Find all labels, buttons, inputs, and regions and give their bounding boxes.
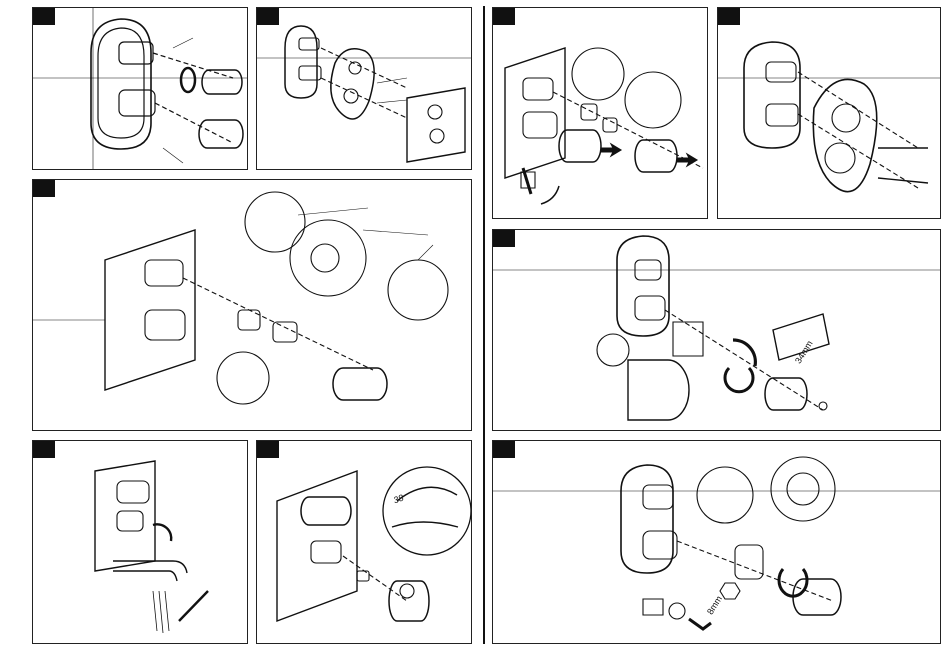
step-9-illustration [493,441,941,644]
step-8-illustration [493,230,941,431]
step-panel-8: 34mm [492,229,941,431]
column-divider [483,6,485,644]
step-4-illustration [33,441,248,644]
step-5-illustration [257,441,472,644]
step-panel-9: 8mm [492,440,941,644]
step-panel-5: 38 [256,440,472,644]
step-1-illustration [33,8,248,170]
step-6-illustration [493,8,708,219]
step-panel-1 [32,7,248,170]
step-2-illustration [257,8,472,170]
step-3-illustration [33,180,472,431]
step-panel-4 [32,440,248,644]
step-panel-6 [492,7,708,219]
step-panel-7 [717,7,941,219]
step-panel-3 [32,179,472,431]
step-panel-2 [256,7,472,170]
step-7-illustration [718,8,941,219]
